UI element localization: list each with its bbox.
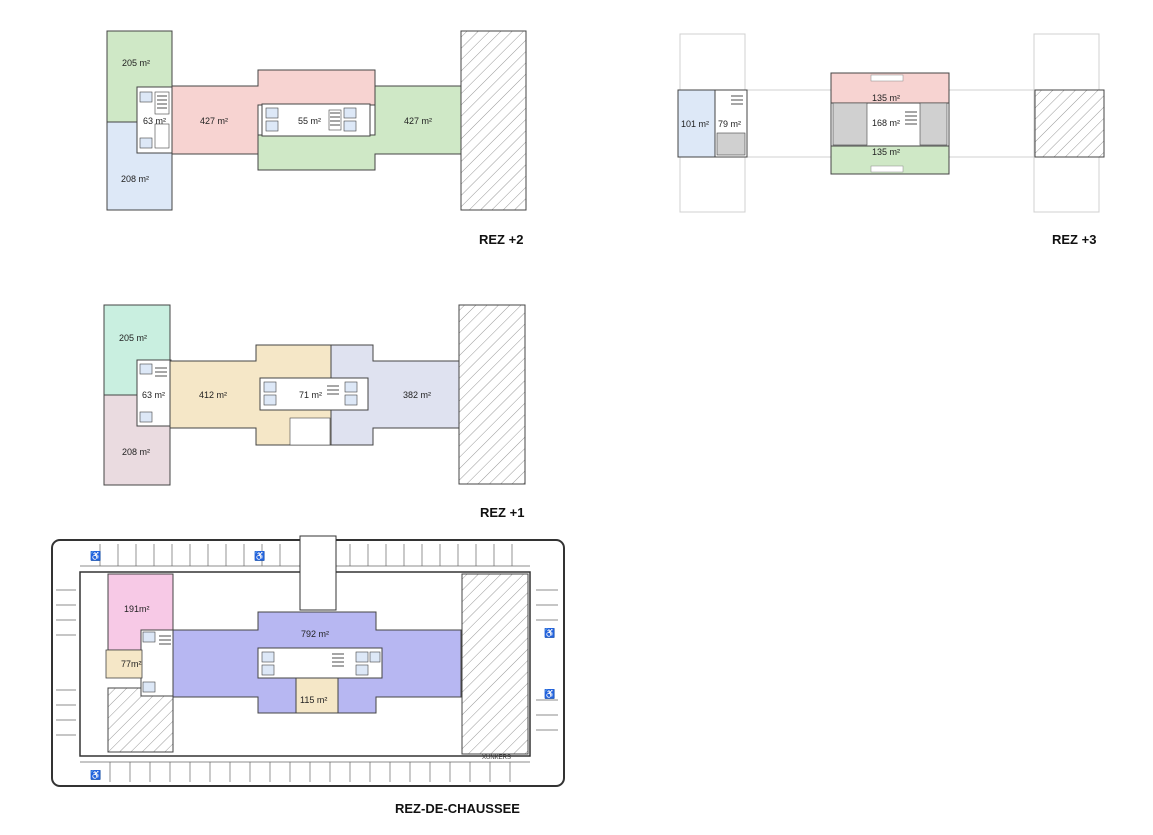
floor-plan-rdc: ♿ ♿ ♿ ♿ ♿ 191m² 77m² 792 m² 115 m² XUNKE…: [51, 535, 565, 787]
wheelchair-icon: ♿: [544, 688, 555, 699]
accessible-parking-icons: ♿ ♿ ♿ ♿ ♿: [90, 550, 555, 780]
area-label: 208 m²: [121, 174, 149, 184]
wheelchair-icon: ♿: [90, 769, 101, 780]
core-details-rez1: [139, 363, 358, 423]
hatched-block-rez3: [1034, 89, 1105, 158]
floor-title-rez3: REZ +3: [1052, 232, 1097, 247]
grey-room-right-rez3: [919, 102, 948, 146]
floor-plan-rez2: 205 m² 63 m² 427 m² 55 m² 427 m² 208 m²: [106, 30, 527, 211]
area-label: 101 m²: [681, 119, 709, 129]
hatched-block-rdc: [461, 573, 529, 755]
hatched-block-rez1: [458, 304, 526, 485]
floor-plan-rez1: 205 m² 63 m² 412 m² 71 m² 382 m² 208 m²: [103, 304, 526, 486]
area-label: 412 m²: [199, 390, 227, 400]
area-label: 63 m²: [143, 116, 166, 126]
area-label: 135 m²: [872, 93, 900, 103]
grey-room-left-rez3: [832, 102, 868, 146]
opening-bottom-rez3: [870, 165, 904, 173]
area-label: 79 m²: [718, 119, 741, 129]
core-details-rdc: [142, 631, 381, 693]
floor-title-rdc: REZ-DE-CHAUSSEE: [395, 801, 520, 816]
hatched-block-rez2: [460, 30, 527, 211]
hatched-lower-left-rdc: [107, 687, 174, 753]
floor-title-rez1: REZ +1: [480, 505, 525, 520]
zone-115-rdc: [295, 677, 339, 714]
area-label: 427 m²: [404, 116, 432, 126]
area-label: 63 m²: [142, 390, 165, 400]
zone-77-rdc: [105, 649, 143, 679]
area-label: 191m²: [124, 604, 150, 614]
stair-lines-rez2: [157, 95, 340, 126]
stair-lines-rez1: [155, 367, 339, 395]
stair-lines-rdc: [159, 635, 344, 667]
area-label: 55 m²: [298, 116, 321, 126]
zone-101-rez3: [677, 89, 716, 158]
area-label: 208 m²: [122, 447, 150, 457]
area-label: 135 m²: [872, 147, 900, 157]
zone-79-grey-rez3: [716, 132, 746, 156]
floor-title-rez2: REZ +2: [479, 232, 524, 247]
floor-plan-rez3: 101 m² 79 m² 135 m² 168 m² 135 m²: [677, 33, 1105, 213]
area-label: 115 m²: [300, 695, 327, 705]
area-label: 71 m²: [299, 390, 322, 400]
area-label: 205 m²: [119, 333, 147, 343]
wheelchair-icon: ♿: [544, 627, 555, 638]
parking-spaces-sides: [56, 589, 558, 736]
area-label: 427 m²: [200, 116, 228, 126]
white-gap-rez1: [289, 417, 331, 446]
area-label: 205 m²: [122, 58, 150, 68]
stair-lines-rez3: [731, 95, 917, 125]
wheelchair-icon: ♿: [254, 550, 265, 561]
wheelchair-icon: ♿: [90, 550, 101, 561]
area-label: 77m²: [121, 659, 142, 669]
opening-top-rez3: [870, 74, 904, 82]
entrance-ramp: [299, 535, 337, 611]
parking-spaces-bottom: [80, 761, 530, 782]
plan-note: XUNKERS: [482, 755, 511, 761]
area-label: 792 m²: [301, 629, 329, 639]
area-label: 382 m²: [403, 390, 431, 400]
area-label: 168 m²: [872, 118, 900, 128]
